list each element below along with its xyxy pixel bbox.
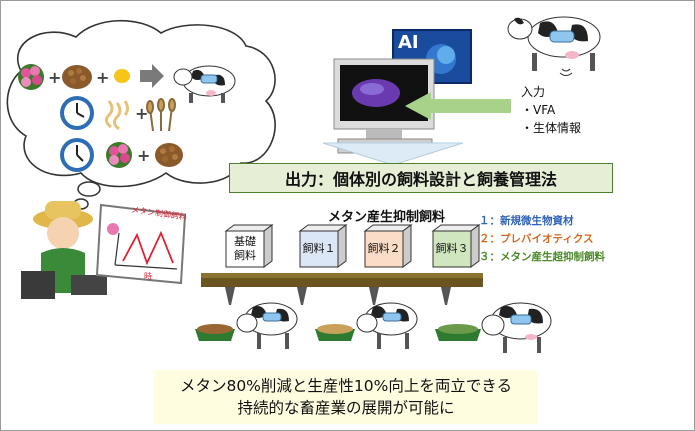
cows-feeding-row [195, 302, 552, 353]
feed-box-label: 基礎 [234, 235, 256, 248]
cow-icon [481, 302, 552, 353]
feed-tray-2 [315, 324, 355, 341]
output-banner: 出力：個体別の飼料設計と飼養管理法 [229, 163, 613, 193]
svg-text:+: + [137, 146, 150, 165]
methane-chart-easel [95, 203, 187, 285]
pellet-feed-icon [62, 65, 92, 89]
feed-combo-row-2: + [60, 96, 176, 132]
arrow-right-icon [140, 64, 164, 88]
feed-box-label: 飼料２ [367, 242, 401, 255]
legend-item-methane-suppressor: ３：メタン産生超抑制飼料 [479, 251, 605, 263]
noodle-feed-icon [104, 100, 129, 131]
feed-box-label: 飼料１ [302, 242, 336, 255]
feed-tray-3 [435, 324, 481, 341]
feed-box-label: 飼料３ [435, 242, 469, 255]
ai-label: AI [398, 32, 419, 53]
cow-icon [173, 65, 236, 103]
feed-box-label-line-2: 飼料 [234, 249, 256, 262]
input-item-vfa: ・VFA [521, 103, 556, 117]
input-item-bio-info: ・生体情報 [521, 121, 582, 135]
cow-icon [236, 302, 298, 349]
clock-icon [60, 138, 94, 172]
conclusion-line-2: 持続的な畜産業の展開が可能に [237, 399, 455, 417]
cow-icon [507, 16, 601, 76]
lemon-icon [114, 69, 130, 83]
cow-icon [356, 302, 418, 349]
wheat-icon [146, 98, 176, 132]
legend-item-microbial: １：新規微生物資材 [479, 215, 574, 227]
legend-item-prebiotics: ２：プレバイオティクス [479, 233, 594, 245]
feed-box-1: 基礎飼料 [224, 223, 274, 269]
input-arrow [405, 92, 511, 120]
svg-text:+: + [135, 104, 148, 123]
feed-section-title: メタン産生抑制飼料 [328, 210, 446, 225]
input-title: 入力 [521, 85, 546, 99]
feed-box-2: 飼料１ [298, 223, 348, 269]
conclusion-box: メタン80%削減と生産性10%向上を両立できる 持続的な畜産業の展開が可能に [154, 370, 538, 424]
flower-feed-icon [18, 64, 44, 90]
clock-icon [60, 96, 94, 130]
farmer-illustration [21, 201, 107, 299]
output-arrow [322, 142, 464, 166]
feed-combo-row-3: + [60, 138, 183, 172]
svg-text:+: + [96, 68, 109, 87]
easel-chart-lines [122, 230, 174, 266]
feed-box-4: 飼料３ [431, 223, 481, 269]
conclusion-line-1: メタン80%削減と生産性10%向上を両立できる [179, 377, 513, 395]
feed-tray-1 [195, 324, 235, 341]
feed-box-3: 飼料２ [363, 223, 413, 269]
pellet-feed-icon [155, 143, 183, 167]
feeding-conveyor [201, 273, 483, 305]
feed-combo-row-1: + + [18, 64, 164, 90]
flower-feed-icon [106, 142, 132, 168]
svg-text:+: + [48, 68, 61, 87]
easel-axis-label: 時 [144, 272, 152, 281]
